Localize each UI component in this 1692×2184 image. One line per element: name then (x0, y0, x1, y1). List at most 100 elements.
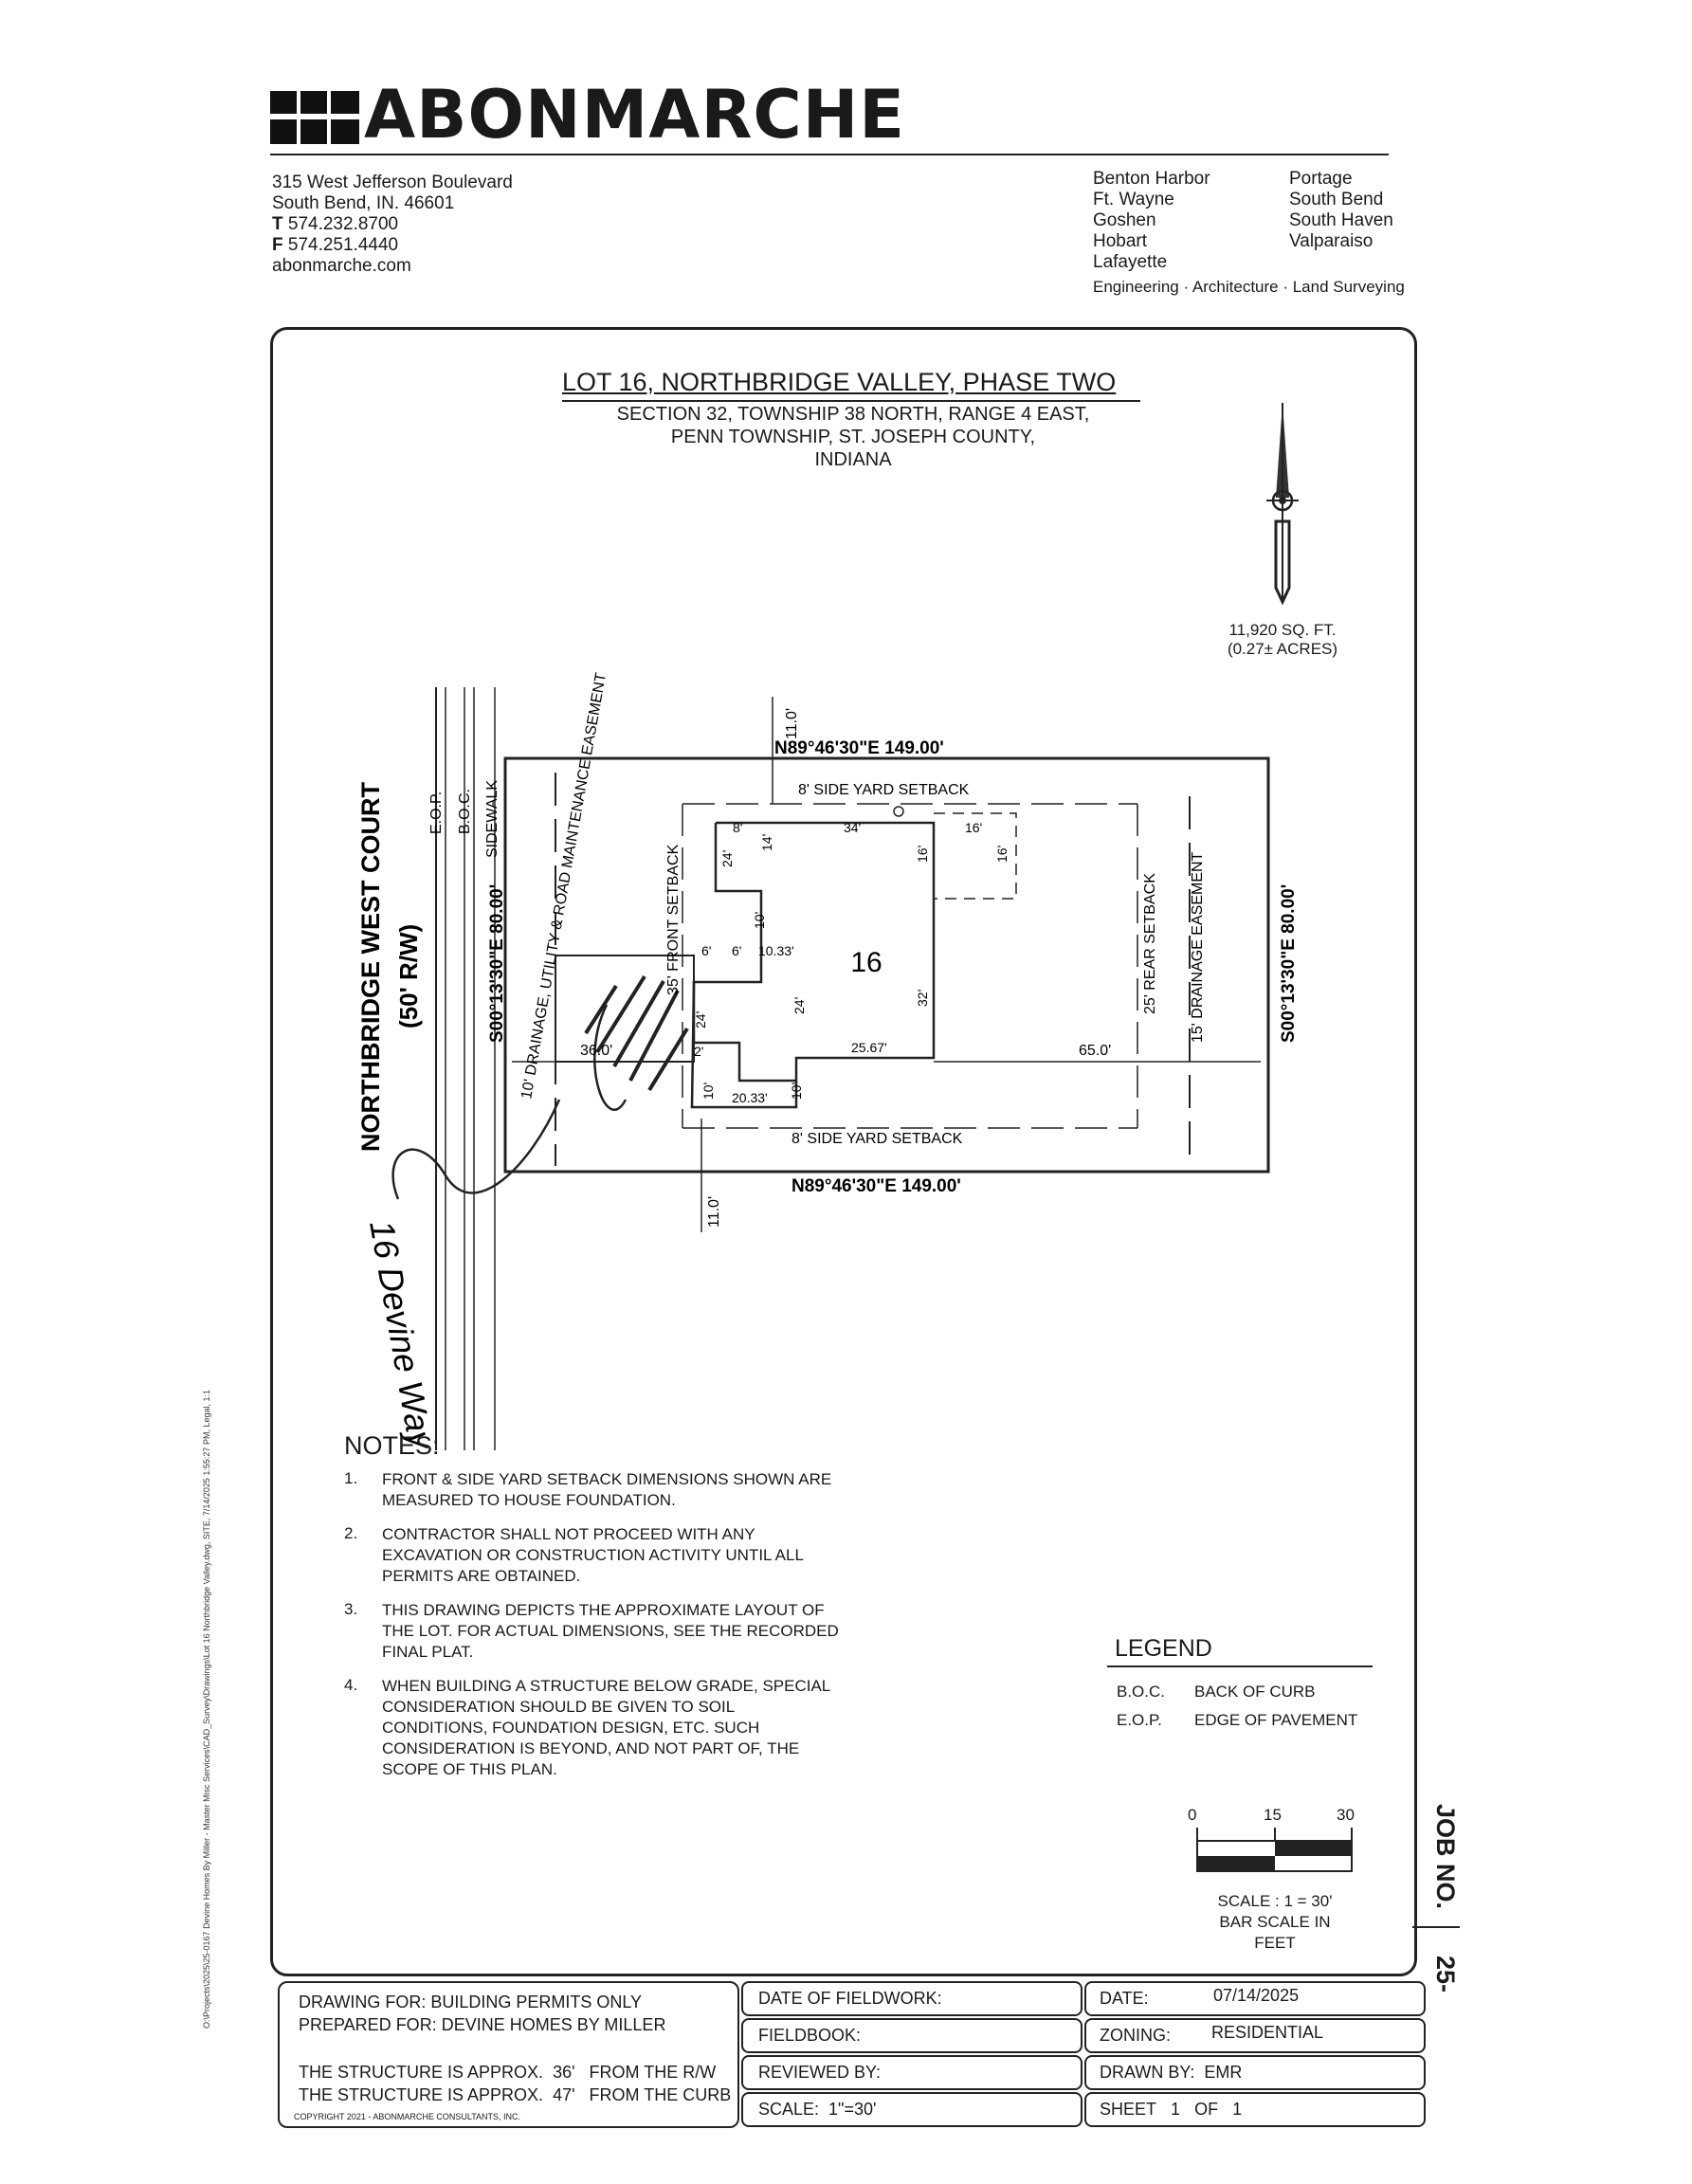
prepared-for-row: PREPARED FOR: DEVINE HOMES BY MILLER (299, 2015, 666, 2034)
dim-front: 36.0' (580, 1043, 612, 1059)
label-sidewalk: SIDEWALK (484, 780, 500, 858)
scale-row: SCALE: 1"=30' (758, 2100, 877, 2119)
drawn-box (1084, 2055, 1426, 2090)
scale-tick-0: 0 (1188, 1806, 1197, 1824)
structure-row-1: THE STRUCTURE IS APPROX. 36' FROM THE R/… (299, 2063, 717, 2082)
structure-row-2: THE STRUCTURE IS APPROX. 47' FROM THE CU… (299, 2085, 732, 2104)
svg-text:24': 24' (719, 850, 735, 867)
lot-area: 11,920 SQ. FT. (0.27± ACRES) (1227, 621, 1338, 658)
legend-rule (1107, 1665, 1373, 1667)
svg-text:24': 24' (791, 997, 807, 1014)
office-list-2: Portage South Bend South Haven Valparais… (1289, 169, 1393, 252)
scale-tick-30: 30 (1337, 1806, 1355, 1824)
scale-text: SCALE : 1 = 30' BAR SCALE IN FEET (1217, 1892, 1333, 1952)
zoning-value: RESIDENTIAL (1211, 2023, 1324, 2042)
header-rule (270, 154, 1389, 155)
notes-list: 1. FRONT & SIDE YARD SETBACK DIMENSIONS … (344, 1469, 875, 1780)
title-block-main (278, 1981, 739, 2128)
drawn-row: DRAWN BY: EMR (1100, 2063, 1243, 2082)
office-item: South Bend (1289, 190, 1384, 209)
sheet-box (1084, 2092, 1426, 2127)
legend-list: B.O.C.BACK OF CURB E.O.P.EDGE OF PAVEMEN… (1117, 1678, 1357, 1735)
office-item: Valparaiso (1289, 231, 1374, 251)
svg-text:6': 6' (701, 943, 711, 958)
reviewed-box (741, 2055, 1083, 2090)
svg-text:6': 6' (732, 943, 741, 958)
drawing-subtitle: SECTION 32, TOWNSHIP 38 NORTH, RANGE 4 E… (616, 404, 1090, 470)
website-link[interactable]: abonmarche.com (272, 256, 411, 276)
svg-text:20.33': 20.33' (732, 1090, 768, 1105)
reviewed-label: REVIEWED BY: (758, 2063, 882, 2082)
front-setback-label: 35' FRONT SETBACK (665, 844, 682, 995)
company-name: ABONMARCHE (364, 76, 906, 154)
services-line: Engineering · Architecture · Land Survey… (1093, 278, 1405, 296)
svg-text:32': 32' (915, 990, 930, 1007)
drawing-border (270, 327, 1417, 1976)
note-item: 1. FRONT & SIDE YARD SETBACK DIMENSIONS … (344, 1469, 832, 1509)
svg-text:16': 16' (994, 846, 1010, 863)
north-arrow-icon (1266, 403, 1299, 606)
fieldwork-label: DATE OF FIELDWORK: (758, 1989, 942, 2008)
legend-item: B.O.C.BACK OF CURB (1117, 1683, 1316, 1701)
offset-top: 11.0' (784, 708, 800, 739)
note-item: 4. WHEN BUILDING A STRUCTURE BELOW GRADE… (344, 1676, 831, 1778)
lot-number: 16 (850, 947, 882, 978)
office-item: Benton Harbor (1093, 169, 1210, 189)
fieldbook-box (741, 2018, 1083, 2053)
copyright-text: COPYRIGHT 2021 - ABONMARCHE CONSULTANTS,… (294, 2112, 521, 2121)
bearing-north: N89°46'30"E 149.00' (774, 738, 944, 758)
fax-line: F 574.251.4440 (272, 235, 399, 255)
title-underline (562, 400, 1140, 402)
job-number-label: JOB NO. (1431, 1804, 1460, 1910)
svg-text:10.33': 10.33' (758, 943, 794, 958)
label-eop: E.O.P. (428, 792, 445, 834)
company-address: 315 West Jefferson Boulevard South Bend,… (272, 173, 513, 277)
svg-text:2': 2' (694, 1044, 703, 1059)
legend-item: E.O.P.EDGE OF PAVEMENT (1117, 1711, 1358, 1729)
svg-text:24': 24' (693, 1011, 708, 1028)
office-item: Hobart (1093, 231, 1148, 251)
svg-text:14': 14' (759, 834, 774, 851)
address-line-2: South Bend, IN. 46601 (272, 193, 455, 213)
address-line-1: 315 West Jefferson Boulevard (272, 173, 513, 192)
street-name: NORTHBRIDGE WEST COURT (356, 782, 385, 1152)
office-item: Ft. Wayne (1093, 190, 1174, 209)
drawing-for-row: DRAWING FOR: BUILDING PERMITS ONLY (299, 1993, 643, 2011)
job-number-value: 25- (1431, 1956, 1460, 1993)
office-list-1: Benton Harbor Ft. Wayne Goshen Hobart La… (1093, 169, 1210, 273)
bearing-west: S00°13'30"E 80.00' (487, 884, 507, 1043)
fieldbook-label: FIELDBOOK: (758, 2026, 862, 2045)
company-logo-mark (270, 91, 359, 144)
scale-box (741, 2092, 1083, 2127)
rear-setback-label: 25' REAR SETBACK (1142, 873, 1158, 1014)
date-value: 07/14/2025 (1213, 1986, 1300, 2005)
office-item: South Haven (1289, 210, 1393, 230)
notes-title: NOTES: (344, 1431, 440, 1460)
sheet-row: SHEET 1 OF 1 (1100, 2100, 1243, 2119)
zoning-label: ZONING: (1100, 2026, 1171, 2045)
offset-bottom: 11.0' (706, 1196, 722, 1228)
bearing-south: N89°46'30"E 149.00' (791, 1176, 961, 1196)
handwritten-note: 16 Devine Way (362, 1217, 441, 1453)
zoning-box (1084, 2018, 1426, 2053)
side-setback-bottom: 8' SIDE YARD SETBACK (791, 1131, 963, 1147)
svg-text:16': 16' (965, 820, 982, 835)
bearing-east: S00°13'30"E 80.00' (1279, 884, 1299, 1043)
drainage-easement-label: 15' DRAINAGE EASEMENT (1190, 851, 1206, 1043)
date-label: DATE: (1100, 1989, 1149, 2008)
file-path-note: O:\Projects\2025\25-0167 Devine Homes By… (202, 1390, 211, 2029)
office-item: Lafayette (1093, 252, 1168, 272)
drawing-title: LOT 16, NORTHBRIDGE VALLEY, PHASE TWO (562, 368, 1117, 396)
svg-text:10': 10' (789, 1083, 804, 1100)
note-item: 2. CONTRACTOR SHALL NOT PROCEED WITH ANY… (344, 1524, 804, 1585)
svg-text:10': 10' (700, 1083, 716, 1100)
street-rw: (50' R/W) (394, 924, 423, 1028)
scale-tick-15: 15 (1264, 1806, 1282, 1824)
side-setback-top: 8' SIDE YARD SETBACK (798, 782, 970, 798)
svg-text:34': 34' (844, 820, 861, 835)
note-item: 3. THIS DRAWING DEPICTS THE APPROXIMATE … (344, 1600, 839, 1661)
svg-text:16': 16' (915, 846, 930, 863)
office-item: Goshen (1093, 210, 1156, 230)
